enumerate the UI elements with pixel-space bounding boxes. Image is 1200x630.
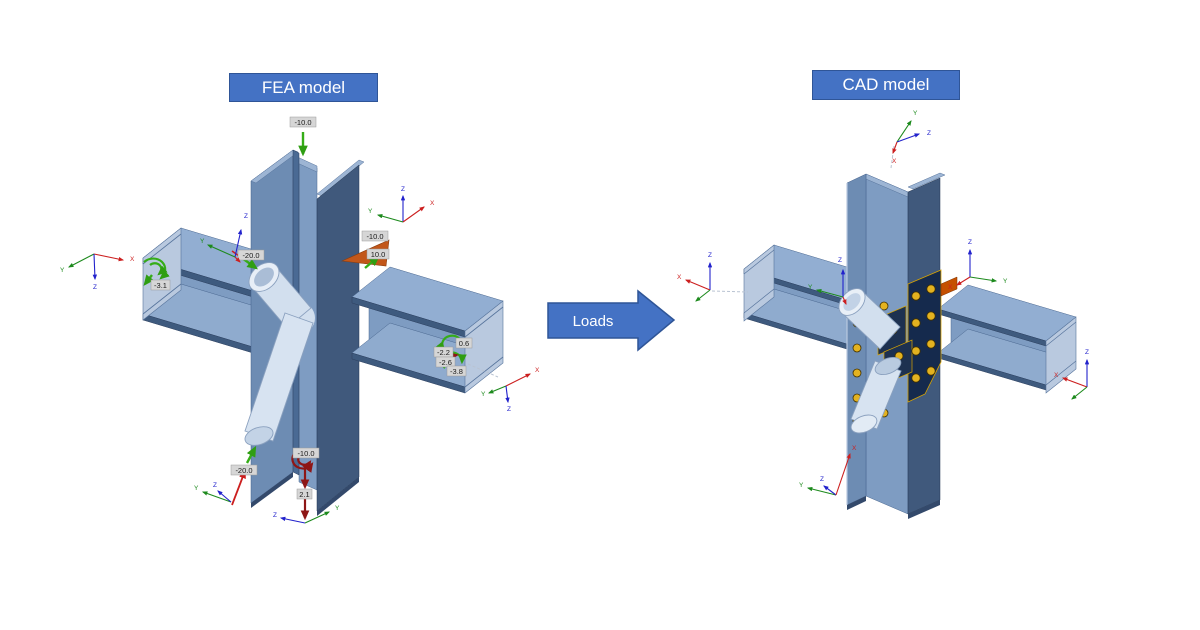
fea-triad-center: Z Y (200, 213, 248, 263)
fea-tube-base-force: -20.0 (230, 445, 258, 506)
loads-transfer-arrow: Loads (547, 289, 676, 352)
loads-arrow-label: Loads (573, 313, 614, 330)
fea-right-moment-1-label: 0.6 (459, 339, 469, 348)
svg-text:Z: Z (93, 284, 97, 291)
svg-text:Y: Y (60, 267, 65, 274)
svg-text:Y: Y (335, 505, 340, 512)
fea-triad-right: X Y Z (481, 367, 540, 413)
svg-text:Y: Y (913, 110, 918, 117)
fea-left-moment-label: -3.1 (154, 281, 167, 290)
svg-text:Y: Y (368, 208, 373, 215)
cad-triad-left: Z X (677, 252, 713, 302)
fea-right-end-moments: 0.6 -2.2 -2.6 -3.8 (433, 334, 473, 377)
fea-right-moment-2-label: -2.2 (437, 348, 450, 357)
fea-model-title: FEA model (229, 73, 378, 102)
fea-base-force-label: 2.1 (299, 490, 309, 499)
fea-base-reactions: -10.0 2.1 (291, 447, 320, 521)
fea-right-beam (351, 266, 504, 394)
svg-text:Y: Y (194, 485, 199, 492)
svg-text:Z: Z (244, 213, 248, 220)
fea-patch-forces: -10.0 10.0 (361, 230, 390, 269)
fea-top-force-label: -10.0 (294, 118, 311, 127)
svg-text:Z: Z (213, 482, 217, 489)
svg-text:Y: Y (808, 284, 813, 291)
svg-text:X: X (1054, 372, 1059, 379)
cad-model-title: CAD model (812, 70, 960, 100)
svg-text:Y: Y (799, 482, 804, 489)
fea-triad-bottom-left: Y Z (194, 482, 232, 503)
svg-text:X: X (852, 445, 857, 452)
fea-left-end-moment: -3.1 (143, 257, 171, 291)
fea-triad-top-right: Z X Y (368, 186, 435, 223)
fea-patch-force-b-label: 10.0 (371, 250, 386, 259)
cad-triad-top: Y Z X (892, 110, 931, 165)
fea-base-moment-label: -10.0 (297, 449, 314, 458)
fea-tube-force-label: -20.0 (242, 251, 259, 260)
svg-text:X: X (130, 256, 135, 263)
svg-text:Z: Z (1085, 349, 1089, 356)
fea-model: -10.0 -10.0 10.0 -3.1 (60, 116, 540, 524)
svg-text:X: X (892, 158, 897, 165)
cad-right-beam (937, 284, 1077, 394)
svg-text:X: X (677, 274, 682, 281)
svg-text:Z: Z (507, 406, 511, 413)
fea-right-moment-4-label: -3.8 (450, 367, 463, 376)
svg-text:X: X (430, 200, 435, 207)
svg-text:Z: Z (273, 512, 277, 519)
fea-tube-base-force-label: -20.0 (235, 466, 252, 475)
cad-orange-plate (940, 276, 958, 297)
fea-tube (244, 262, 315, 446)
svg-text:Z: Z (927, 130, 931, 137)
svg-text:X: X (948, 284, 953, 291)
fea-tube-axial-force: -20.0 (231, 249, 265, 270)
svg-text:Z: Z (708, 252, 712, 259)
cad-dashed-axis-line (711, 290, 749, 293)
svg-text:X: X (535, 367, 540, 374)
svg-text:Y: Y (200, 238, 205, 245)
svg-text:Y: Y (481, 391, 486, 398)
fea-triad-left: X Y Z (60, 253, 135, 291)
fea-dashed-axis-line (467, 363, 499, 378)
fea-top-force: -10.0 (289, 116, 317, 157)
svg-text:Z: Z (401, 186, 405, 193)
cad-triad-bottom-right: Z X (1054, 349, 1090, 400)
svg-text:Z: Z (838, 257, 842, 264)
fea-right-moment-3-label: -2.6 (439, 358, 452, 367)
cad-model: Y Z X Z X Z Y Z (677, 110, 1090, 519)
fea-patch-force-a-label: -10.0 (366, 232, 383, 241)
svg-text:Y: Y (1003, 278, 1008, 285)
fea-triad-bottom-center: Z Y (273, 505, 340, 524)
cad-triad-bottom-left: Y Z X (799, 445, 857, 496)
cad-triad-column: Z Y (808, 257, 847, 306)
svg-text:Z: Z (820, 476, 824, 483)
cad-tube-stubs (838, 288, 902, 434)
svg-text:Z: Z (968, 239, 972, 246)
cad-triad-right: Z Y X (948, 239, 1008, 291)
